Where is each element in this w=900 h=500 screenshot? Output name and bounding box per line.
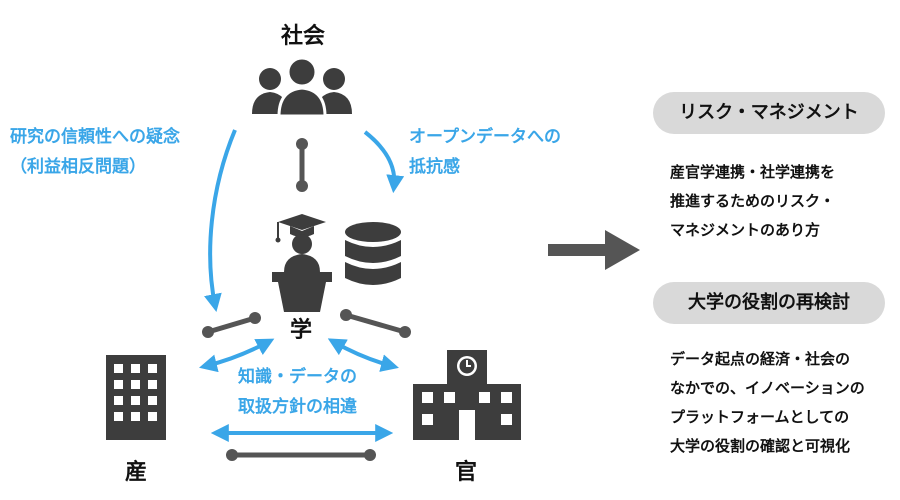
database-icon (345, 222, 401, 285)
industry-academia-arrow (199, 338, 275, 373)
open-data-line-2: 抵抗感 (409, 157, 460, 177)
reliability-arrow (204, 129, 237, 313)
risk-line-3: マネジメントのあり方 (670, 221, 821, 239)
policy-line-2: 取扱方針の相違 (238, 397, 357, 417)
policy-line-1: 知識・データの (238, 367, 357, 387)
reliability-line-2: （利益相反問題） (10, 157, 146, 177)
reliability-concern-text: 研究の信頼性への疑念 （利益相反問題） (10, 122, 180, 182)
industry-government-connector (226, 449, 376, 461)
society-academia-connector (296, 138, 308, 192)
role-line-1: データ起点の経済・社会の (670, 350, 851, 368)
reliability-line-1: 研究の信頼性への疑念 (10, 127, 180, 147)
academia-government-connector (340, 309, 411, 338)
academia-government-arrow (327, 338, 399, 372)
open-data-arrow (363, 130, 405, 194)
role-line-3: プラットフォームとしての (670, 408, 850, 426)
role-line-4: 大学の役割の確認と可視化 (670, 437, 851, 455)
company-building-icon (106, 355, 166, 440)
graduation-lecturer-icon (272, 214, 332, 312)
academia-industry-connector (202, 312, 261, 338)
government-building-icon (413, 350, 521, 440)
open-data-line-1: オープンデータへの (409, 127, 561, 147)
academia-label: 学 (290, 318, 313, 343)
industry-label: 産 (125, 460, 148, 485)
risk-line-1: 産官学連携・社学連携を (670, 163, 836, 181)
university-role-description: データ起点の経済・社会の なかでの、イノベーションの プラットフォームとしての … (670, 345, 865, 461)
people-group-icon (252, 56, 352, 118)
role-line-2: なかでの、イノベーションの (670, 379, 865, 397)
risk-line-2: 推進するためのリスク・ (670, 192, 835, 210)
university-role-pill: 大学の役割の再検討 (653, 282, 885, 324)
risk-management-pill: リスク・マネジメント (653, 92, 885, 134)
government-label: 官 (455, 460, 478, 485)
society-label: 社会 (281, 24, 326, 49)
risk-management-description: 産官学連携・社学連携を 推進するためのリスク・ マネジメントのあり方 (670, 158, 835, 245)
policy-difference-text: 知識・データの 取扱方針の相違 (238, 362, 357, 422)
right-arrow-icon (548, 230, 640, 270)
open-data-resistance-text: オープンデータへの 抵抗感 (409, 122, 561, 182)
